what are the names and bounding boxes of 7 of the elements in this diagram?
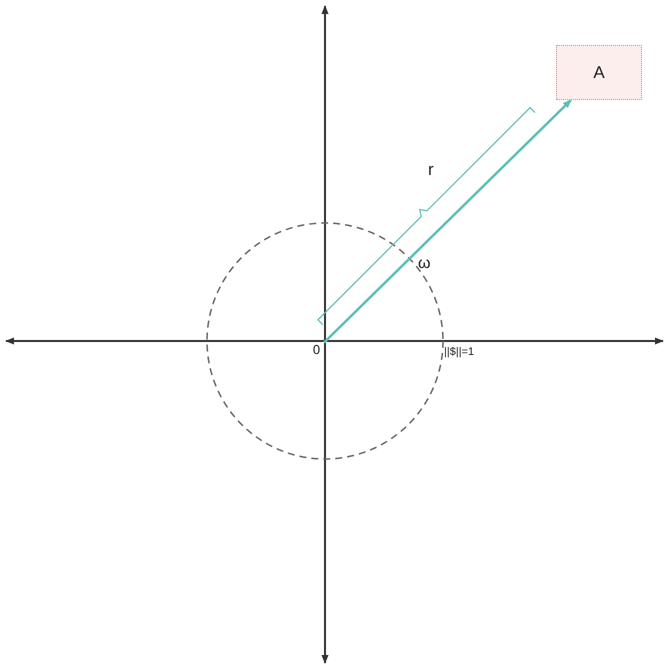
origin-label: 0 [312,342,320,357]
point-label: A [593,62,605,82]
angle-label: ω [418,255,430,273]
norm-label: ||$||=1 [444,346,474,358]
point-label-box [556,45,642,100]
radius-label: r [428,160,434,180]
vector-arrow [323,99,572,344]
